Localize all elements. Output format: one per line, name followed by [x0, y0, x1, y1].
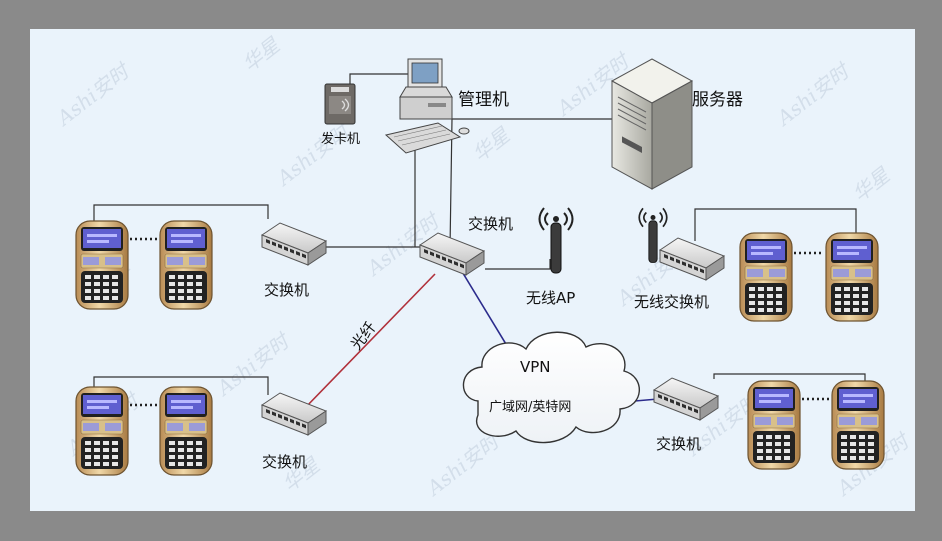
card-terminal-icon: [825, 232, 879, 322]
link-left-top-terminals: [93, 204, 269, 223]
card-terminal-icon: [159, 220, 213, 310]
wireless-antenna-icon: [538, 207, 574, 274]
network-diagram: [75, 58, 885, 476]
server-tower-icon: [610, 58, 694, 190]
vpn-label: VPN: [520, 358, 551, 376]
right-bottom-switch-label: 交换机: [656, 435, 702, 453]
link-left-bottom-terminals: [93, 376, 269, 395]
server-label: 服务器: [692, 90, 743, 110]
card-terminal-icon: [75, 220, 129, 310]
cloud-icon: [462, 331, 640, 444]
link-card-issuer: [349, 73, 415, 84]
card-issuer-label: 发卡机: [321, 132, 361, 147]
network-switch-icon: [261, 222, 327, 266]
vpn-link-core: [457, 264, 513, 355]
wan-label: 广域网/英特网: [489, 400, 572, 415]
card-reader-icon: [324, 83, 356, 125]
card-terminal-icon: [75, 386, 129, 476]
left-top-switch-label: 交换机: [264, 281, 310, 299]
wireless-switch-label: 无线交换机: [634, 293, 710, 311]
network-switch-icon: [261, 392, 327, 436]
fiber-link: [303, 273, 436, 410]
link-right-bottom-terminals: [713, 373, 866, 384]
management-pc-label: 管理机: [458, 90, 509, 110]
link-wireless-ap: [485, 259, 551, 270]
link-wireless-switch-terminals: [694, 208, 857, 241]
card-terminal-icon: [831, 380, 885, 470]
diagram-panel: Ashi安时 华星 Ashi安时 Ashi安时 华星 Ashi安时 Ashi安时…: [30, 29, 915, 511]
card-terminal-icon: [747, 380, 801, 470]
network-switch-icon: [419, 232, 485, 276]
card-terminal-icon: [739, 232, 793, 322]
desktop-computer-icon: [384, 58, 470, 154]
card-terminal-icon: [159, 386, 213, 476]
network-switch-icon: [653, 377, 719, 421]
core-switch-label: 交换机: [468, 215, 514, 233]
network-switch-icon: [659, 237, 725, 281]
wireless-ap-label: 无线AP: [526, 289, 576, 307]
left-bottom-switch-label: 交换机: [262, 453, 308, 471]
